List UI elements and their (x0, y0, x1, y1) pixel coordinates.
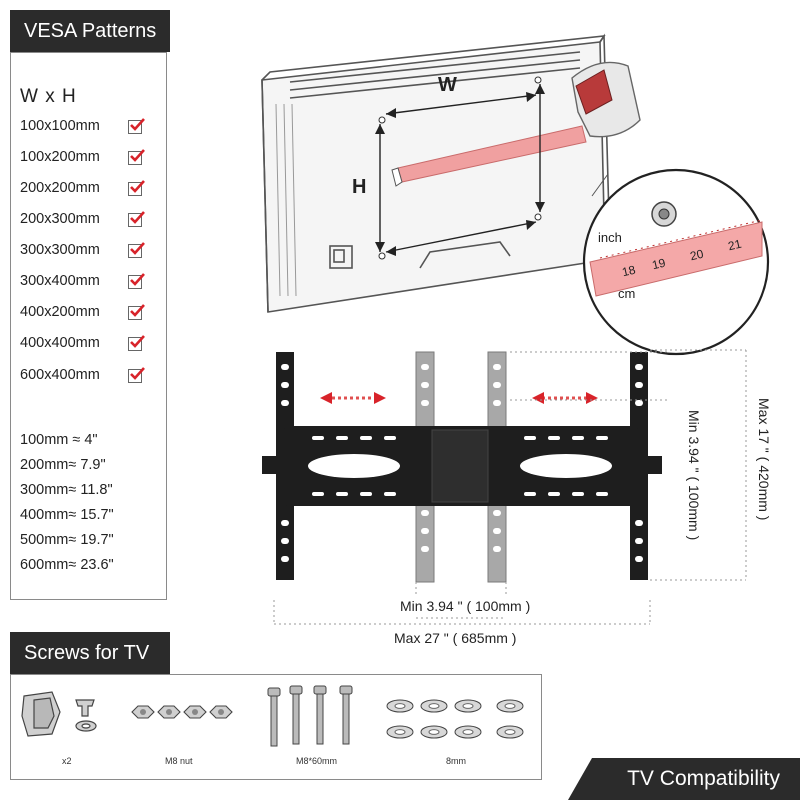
checkmark-icon (128, 335, 145, 351)
height-label: H (352, 176, 367, 198)
pattern-label: 200x300mm (20, 211, 100, 227)
conversion-item: 600mm≈ 23.6" (20, 557, 114, 573)
pattern-item: 200x200mm (20, 180, 150, 200)
washer-icon (386, 699, 524, 739)
checkmark-icon (128, 149, 145, 165)
pattern-item: 300x400mm (20, 273, 150, 293)
compat-title: TV Compatibility (627, 767, 780, 790)
checkmark-icon (128, 367, 145, 383)
pattern-item: 600x400mm (20, 367, 150, 387)
pattern-item: 400x200mm (20, 304, 150, 324)
hardware-caption: 8mm (446, 756, 466, 766)
conversion-item: 100mm ≈ 4" (20, 432, 98, 448)
hardware-caption: M8 nut (165, 756, 193, 766)
pattern-label: 400x200mm (20, 304, 100, 320)
inch-label: inch (598, 230, 622, 245)
bolt-icon (267, 685, 353, 747)
pattern-label: 100x100mm (20, 118, 100, 134)
pattern-label: 600x400mm (20, 367, 100, 383)
checkmark-icon (128, 118, 145, 134)
tv-compatibility-banner: TV Compatibility (568, 758, 800, 800)
vesa-patterns-header: VESA Patterns (10, 10, 170, 52)
wxh-label: W x H (20, 86, 77, 107)
checkmark-icon (128, 180, 145, 196)
pattern-item: 400x400mm (20, 335, 150, 355)
pattern-item: 200x300mm (20, 211, 150, 231)
checkmark-icon (128, 211, 145, 227)
screws-header: Screws for TV (10, 632, 170, 674)
conversion-item: 500mm≈ 19.7" (20, 532, 114, 548)
min-width-label: Min 3.94 " ( 100mm ) (400, 598, 531, 614)
spacer-icon (21, 691, 97, 737)
pattern-label: 300x300mm (20, 242, 100, 258)
pattern-label: 100x200mm (20, 149, 100, 165)
width-label: W (438, 74, 457, 96)
pattern-item: 100x200mm (20, 149, 150, 169)
checkmark-icon (128, 273, 145, 289)
vesa-title: VESA Patterns (24, 19, 157, 42)
pattern-label: 300x400mm (20, 273, 100, 289)
vesa-patterns-panel (10, 52, 167, 600)
max-width-label: Max 27 " ( 685mm ) (394, 630, 517, 646)
pattern-item: 300x300mm (20, 242, 150, 262)
conversion-item: 400mm≈ 15.7" (20, 507, 114, 523)
pattern-item: 100x100mm (20, 118, 150, 138)
hardware-caption: x2 (62, 756, 72, 766)
checkmark-icon (128, 304, 145, 320)
screws-panel (10, 674, 542, 780)
conversion-item: 300mm≈ 11.8" (20, 482, 113, 498)
conversion-item: 200mm≈ 7.9" (20, 457, 106, 473)
checkmark-icon (128, 242, 145, 258)
pattern-label: 200x200mm (20, 180, 100, 196)
hardware-caption: M8*60mm (296, 756, 338, 766)
nut-icon (131, 705, 233, 719)
cm-label: cm (618, 286, 636, 301)
screws-title: Screws for TV (24, 641, 150, 664)
pattern-label: 400x400mm (20, 335, 100, 351)
